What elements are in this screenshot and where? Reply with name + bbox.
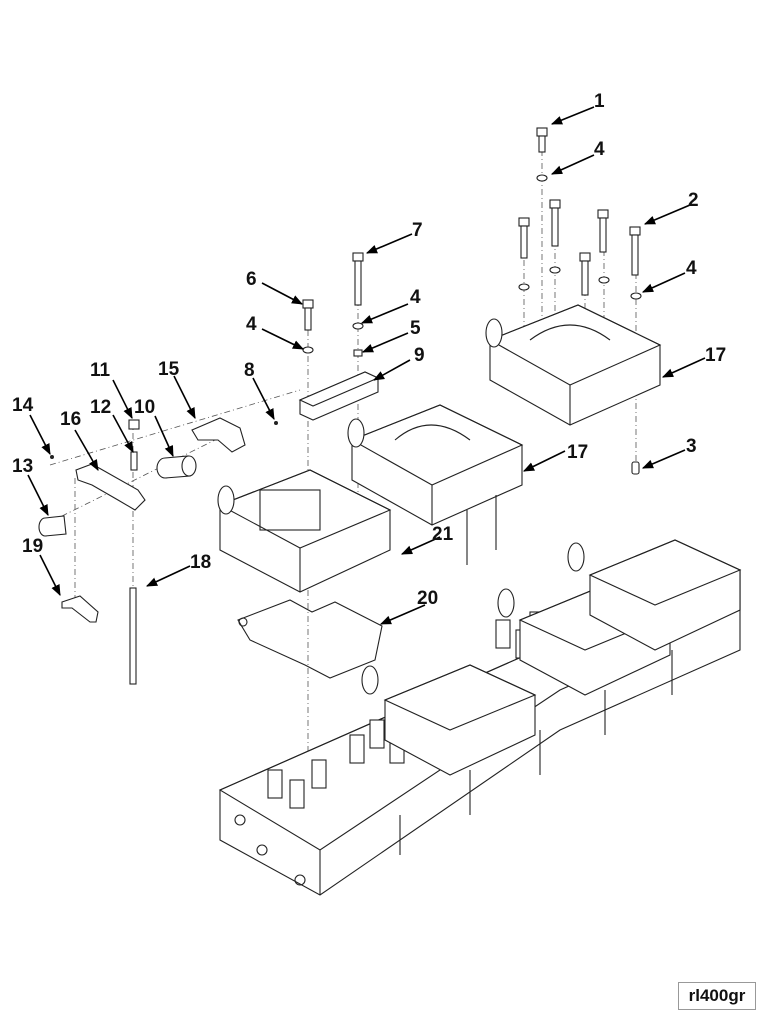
callout-19: 19 xyxy=(22,536,43,557)
rocker-lever-group xyxy=(38,417,246,685)
reference-code-label: rl400gr xyxy=(678,982,756,1010)
callout-21: 21 xyxy=(432,524,454,545)
callout-12: 12 xyxy=(90,397,111,418)
callout-2: 2 xyxy=(688,190,699,211)
callout-18: 18 xyxy=(190,552,211,573)
callout-14: 14 xyxy=(12,395,34,416)
rocker-housing-17-middle xyxy=(347,404,524,565)
callout-13: 13 xyxy=(12,456,33,477)
callout-4: 4 xyxy=(410,287,421,308)
callout-4: 4 xyxy=(246,314,257,335)
callout-1: 1 xyxy=(594,91,605,112)
callout-15: 15 xyxy=(158,359,180,380)
callout-17: 17 xyxy=(705,345,726,366)
callout-6: 6 xyxy=(246,269,257,290)
callout-leaders xyxy=(27,106,706,625)
gasket-20 xyxy=(237,599,383,679)
callout-20: 20 xyxy=(417,588,438,609)
rocker-housing-17-top xyxy=(485,304,662,426)
callout-17: 17 xyxy=(567,442,588,463)
callout-16: 16 xyxy=(60,409,81,430)
callout-7: 7 xyxy=(412,220,423,241)
callout-9: 9 xyxy=(414,345,425,366)
callout-11: 11 xyxy=(90,360,111,381)
bolt-set-top-right xyxy=(518,127,642,475)
callout-labels: 1 4 2 4 17 17 3 7 6 4 4 5 9 8 15 11 12 1… xyxy=(12,91,726,609)
callout-8: 8 xyxy=(244,360,255,381)
callout-4: 4 xyxy=(594,139,605,160)
cylinder-head-assembly xyxy=(218,539,742,896)
callout-3: 3 xyxy=(686,436,697,457)
callout-5: 5 xyxy=(410,318,421,339)
rocker-housing-21 xyxy=(217,469,392,593)
bolt-set-middle xyxy=(274,252,380,425)
callout-10: 10 xyxy=(134,397,155,418)
callout-4: 4 xyxy=(686,258,697,279)
